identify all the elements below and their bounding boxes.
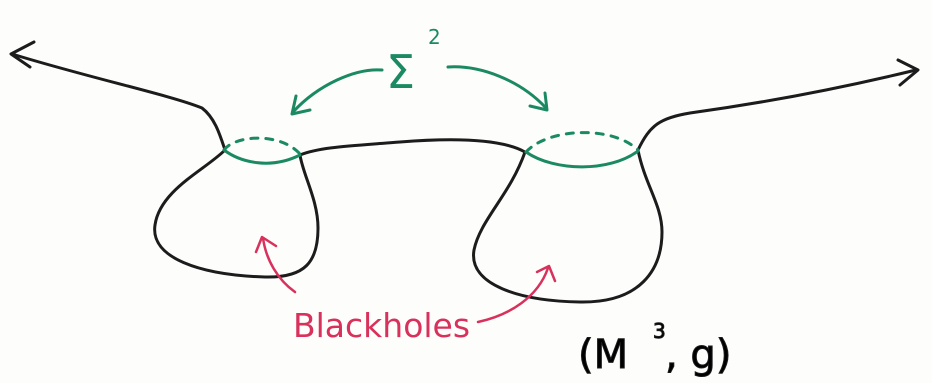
manifold-label-exponent: 3 xyxy=(653,319,666,343)
manifold-label-open: (M xyxy=(578,332,628,378)
sigma-arrow-left xyxy=(291,68,384,114)
horizon-left xyxy=(222,136,302,165)
manifold-bridge xyxy=(298,138,527,157)
sigma-arrow-right-head xyxy=(528,91,549,112)
sigma-label: Σ xyxy=(386,45,415,99)
manifold-right-arm xyxy=(636,68,918,152)
horizon-right xyxy=(524,131,640,169)
horizon-right-back xyxy=(524,131,640,154)
sigma-arrow-left-head xyxy=(290,94,312,116)
manifold-left-bulb xyxy=(153,148,320,279)
manifold-surface xyxy=(10,52,918,304)
horizon-left-front xyxy=(222,148,302,165)
manifold-left-arm xyxy=(10,52,227,152)
blackholes-arrow-left xyxy=(261,236,297,294)
blackholes-arrow-left-head xyxy=(254,235,278,254)
blackholes-arrow-right-head xyxy=(535,264,557,283)
blackholes-label: Blackholes xyxy=(293,306,470,345)
manifold-right-bulb xyxy=(472,148,664,304)
curved-pointer-arrow-icon xyxy=(254,235,557,324)
horizon-right-front xyxy=(524,149,640,169)
curved-double-arrow-icon xyxy=(290,65,549,116)
sigma-exponent: 2 xyxy=(428,25,441,49)
horizon-left-back xyxy=(222,136,302,156)
manifold-label-rest: , g) xyxy=(665,332,731,378)
blackholes-arrow-right xyxy=(476,266,550,324)
arrowhead-right-icon xyxy=(896,58,920,87)
sigma-arrow-right xyxy=(446,65,548,110)
arrowhead-left-icon xyxy=(9,40,36,69)
manifold-label: (M 3 , g) xyxy=(578,319,732,379)
